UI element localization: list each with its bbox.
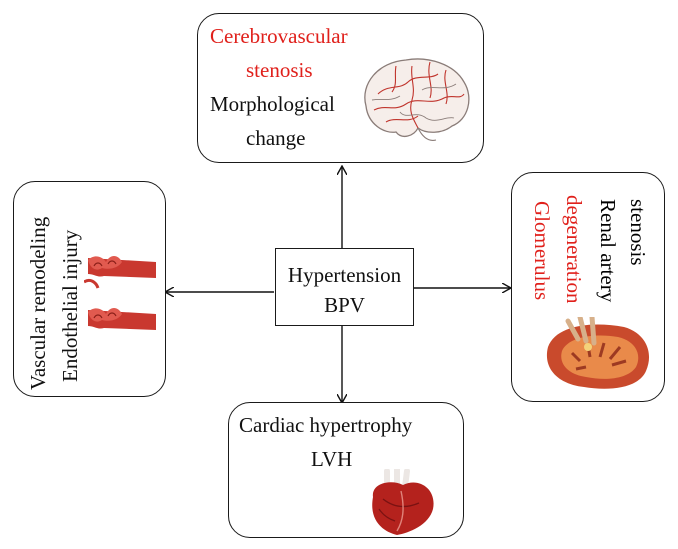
heart-icon — [372, 469, 434, 535]
morphological-label: Morphological — [210, 92, 335, 116]
kidney-icon: Kidney — [535, 317, 650, 389]
hypertension-box: Hypertension BPV — [275, 248, 414, 326]
glomerulus-label: Glomerulus — [530, 201, 554, 301]
renal-box: Glomerulus degeneration Renal artery ste… — [511, 172, 665, 402]
blood-vessels-icon — [84, 256, 156, 330]
brain-icon — [364, 58, 470, 141]
cardiac-box: Cardiac hypertrophy LVH — [228, 402, 464, 538]
lvh-label: LVH — [311, 447, 353, 471]
renal-stenosis-label: stenosis — [626, 199, 650, 266]
bpv-label: BPV — [324, 293, 365, 317]
kidney-image-label: Kidney — [535, 337, 544, 361]
renal-artery-label: Renal artery — [596, 199, 620, 303]
endothelial-injury-label: Endothelial injury — [58, 229, 82, 382]
change-label: change — [246, 126, 306, 150]
hypertension-label: Hypertension — [287, 263, 402, 287]
vascular-box: Vascular remodeling Endothelial injury — [13, 181, 166, 397]
cerebrovascular-label: Cerebrovascular — [210, 24, 348, 48]
degeneration-label: degeneration — [562, 195, 586, 304]
cerebrovascular-box: Cerebrovascular stenosis Morphological c… — [197, 13, 484, 163]
stenosis-label: stenosis — [246, 58, 313, 82]
vascular-remodeling-label: Vascular remodeling — [26, 216, 50, 390]
cardiac-hypertrophy-label: Cardiac hypertrophy — [239, 413, 413, 437]
